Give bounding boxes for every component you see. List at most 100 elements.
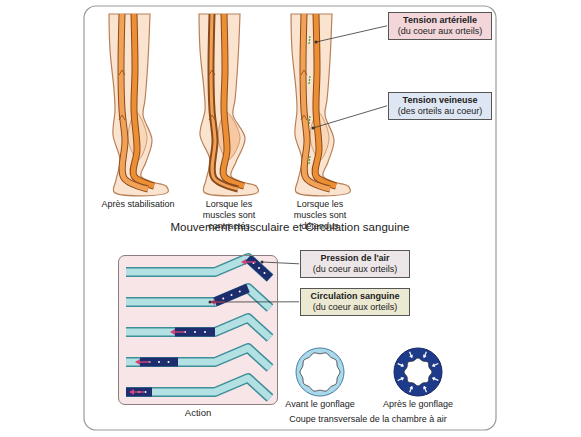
- sleeve-tube: [126, 318, 270, 338]
- pressure-arrow-head: [401, 377, 405, 381]
- vein-valve: [119, 70, 125, 75]
- chamber-dot: [194, 331, 196, 333]
- callout-box: Tension artérielle(du coeur aux orteils): [388, 12, 492, 40]
- vein-valve: [301, 70, 307, 75]
- flow-arrow-head: [135, 359, 140, 365]
- air-chamber: [126, 388, 152, 397]
- callout-heading: Tension veineuse: [394, 95, 486, 106]
- air-chamber: [248, 258, 270, 278]
- sleeve-tube: [126, 378, 270, 398]
- compression-sleeve: [126, 288, 270, 308]
- leader-line: [262, 262, 299, 264]
- leader-dot: [261, 261, 264, 264]
- chamber-dot: [222, 298, 224, 300]
- flow-mark: [309, 76, 310, 84]
- chamber-dot: [258, 267, 260, 269]
- caption: Lorsque les muscles sont contractés: [188, 199, 270, 231]
- flow-arrow-head: [241, 259, 246, 265]
- inner-wall: [404, 358, 432, 386]
- pressure-arrow-head: [409, 355, 413, 359]
- pressure-arrow-head: [432, 363, 436, 367]
- pressure-arrow-head: [432, 377, 436, 381]
- vessel-outline: [303, 14, 330, 189]
- vessel-outline: [121, 14, 148, 189]
- sleeve-outline: [126, 378, 270, 398]
- callout-text: (du coeur aux orteils): [306, 264, 404, 275]
- vein-valve: [209, 70, 215, 75]
- vein: [303, 14, 330, 189]
- sleeve-tube: [126, 288, 270, 308]
- flow-mark: [309, 156, 310, 164]
- callout-heading: Circulation sanguine: [306, 291, 404, 302]
- flow-mark: [309, 36, 310, 44]
- chamber-dot: [168, 361, 170, 363]
- vein-valve: [119, 115, 125, 120]
- air-chamber-before: [296, 348, 344, 396]
- callout-heading: Tension artérielle: [394, 15, 486, 26]
- leg-outline: [109, 14, 168, 196]
- leg-outline: [199, 14, 258, 196]
- vein-valve: [301, 115, 307, 120]
- sleeve-outline: [126, 258, 270, 278]
- sleeve-outline: [126, 348, 270, 368]
- vessel-outline: [223, 14, 244, 186]
- sleeve-outline: [126, 288, 270, 308]
- air-chamber-after: [394, 348, 442, 396]
- sleeve-tube: [126, 348, 270, 368]
- chamber-dot: [145, 391, 147, 393]
- compression-sleeve: [126, 378, 270, 398]
- leader-line: [316, 26, 387, 42]
- leader-line: [210, 301, 299, 302]
- leg: [109, 14, 168, 196]
- chamber-dot: [239, 291, 241, 293]
- vessel-outline: [211, 14, 238, 189]
- chamber-dot: [204, 331, 206, 333]
- action-panel-ground: [118, 255, 278, 405]
- artery: [223, 14, 244, 186]
- caption: Coupe transversale de la chambre à air: [268, 414, 468, 425]
- vein-valve: [209, 115, 215, 120]
- leader-line: [313, 106, 387, 128]
- callout-text: (des orteils au coeur): [394, 106, 486, 117]
- compression-sleeve: [126, 348, 270, 368]
- callout-box: Tension veineuse(des orteils au coeur): [388, 92, 492, 120]
- action-panel: Action: [118, 255, 278, 405]
- chamber-dot: [158, 361, 160, 363]
- leader-dot: [312, 127, 315, 130]
- leader-dot: [209, 301, 212, 304]
- pressure-arrow-head: [423, 355, 427, 359]
- sleeve-tube: [126, 258, 270, 278]
- vessel-outline: [133, 14, 154, 186]
- chamber-dot: [264, 272, 266, 274]
- caption: Lorsque les muscles sont détendus: [279, 199, 361, 231]
- callout-box: Circulation sanguine(du coeur aux orteil…: [300, 288, 410, 316]
- chamber-dot: [231, 294, 233, 296]
- compression-sleeve: [126, 318, 270, 338]
- artery: [133, 14, 154, 186]
- sleeve-outline: [126, 318, 270, 338]
- flow-mark: [309, 116, 310, 124]
- leg: [199, 14, 258, 196]
- inner-wall: [300, 353, 340, 391]
- callout-text: (du coeur aux orteils): [394, 26, 486, 37]
- vein: [211, 14, 238, 189]
- air-chamber: [215, 288, 248, 302]
- flow-arrow-head: [129, 389, 134, 395]
- compression-sleeve: [126, 258, 270, 278]
- callout-text: (du coeur aux orteils): [306, 302, 404, 313]
- diagram-title: Mouvement musculaire et Circulation sang…: [110, 221, 470, 233]
- pressure-arrow-head: [401, 363, 405, 367]
- panel-caption: Action: [119, 407, 277, 418]
- callout-heading: Pression de l'air: [306, 253, 404, 264]
- caption: Avant le gonflage: [275, 399, 365, 410]
- flow-arrow-head: [170, 329, 175, 335]
- pressure-arrow-head: [409, 386, 413, 390]
- pressure-arrow-head: [423, 386, 427, 390]
- leader-dot: [315, 41, 318, 44]
- vein: [121, 14, 148, 189]
- caption: Après stabilisation: [93, 199, 183, 210]
- frame: [84, 6, 496, 430]
- caption: Après le gonflage: [373, 399, 463, 410]
